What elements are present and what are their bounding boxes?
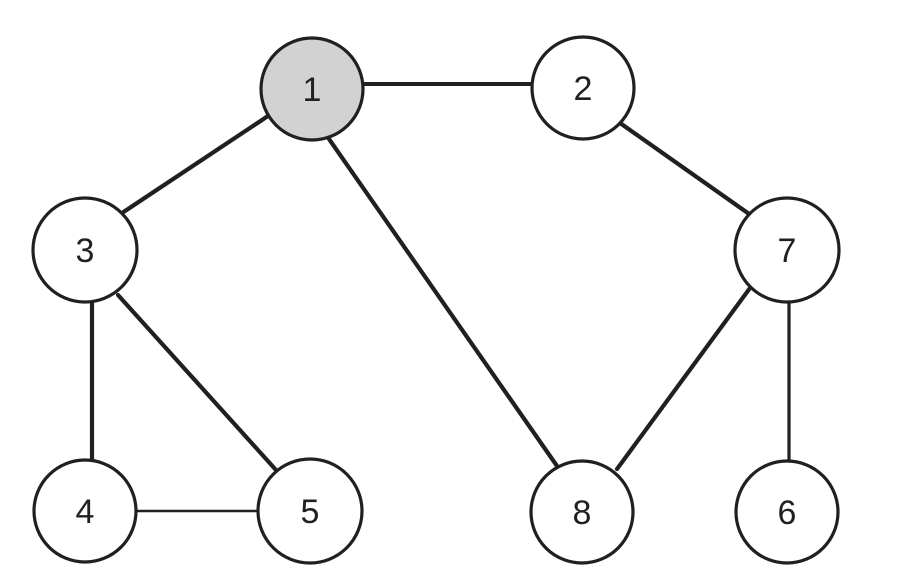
- graph-node-circle-5[interactable]: [256, 457, 364, 565]
- graph-node-8[interactable]: 8: [529, 459, 635, 565]
- graph-node-3[interactable]: 3: [31, 196, 139, 304]
- edge-layer: [89, 82, 791, 513]
- graph-node-circle-7[interactable]: [733, 196, 841, 304]
- graph-node-6[interactable]: 6: [734, 459, 840, 565]
- graph-edge-1-3: [119, 113, 271, 216]
- graph-edge-3-5: [115, 292, 279, 473]
- graph-node-7[interactable]: 7: [733, 196, 841, 304]
- graph-node-circle-2[interactable]: [530, 35, 636, 141]
- graph-node-5[interactable]: 5: [256, 457, 364, 565]
- graph-edge-7-8: [614, 285, 753, 472]
- graph-node-4[interactable]: 4: [32, 458, 138, 564]
- graph-node-2[interactable]: 2: [530, 35, 636, 141]
- graph-node-circle-3[interactable]: [31, 196, 139, 304]
- graph-node-1[interactable]: 1: [259, 36, 365, 142]
- graph-node-circle-8[interactable]: [529, 459, 635, 565]
- graph-node-circle-4[interactable]: [32, 458, 138, 564]
- graph-node-circle-6[interactable]: [734, 459, 840, 565]
- graph-edge-2-7: [617, 120, 755, 219]
- graph-edge-1-8: [326, 136, 560, 469]
- graph-node-circle-1[interactable]: [259, 36, 365, 142]
